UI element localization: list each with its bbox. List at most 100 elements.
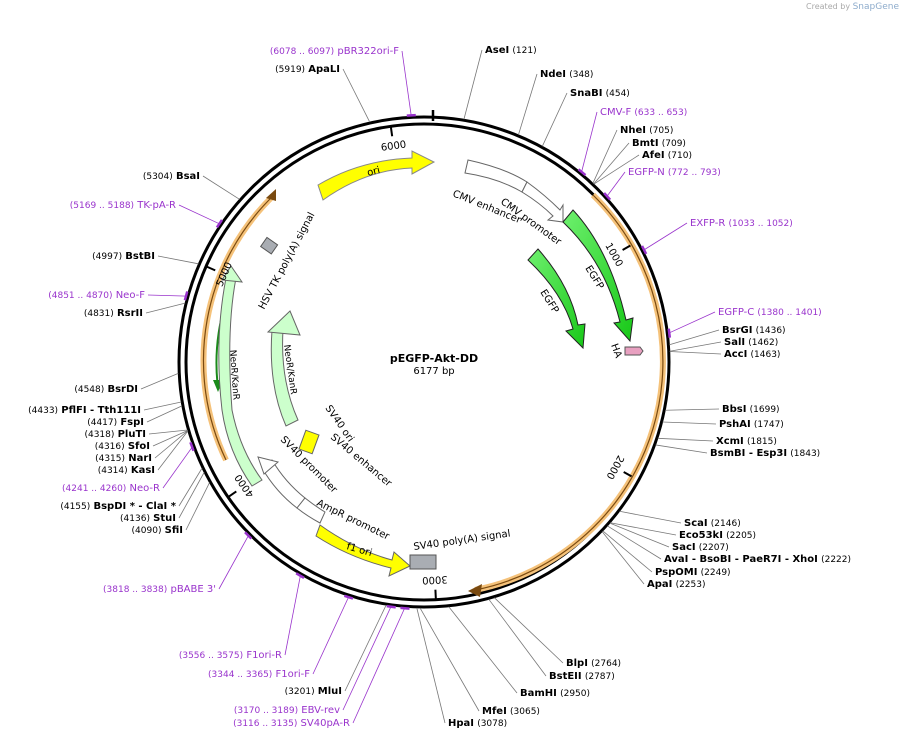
- enzyme-ndei-coord: (348): [569, 70, 593, 80]
- tick-2000: [623, 471, 633, 478]
- enzyme-apai-coord: (2253): [676, 580, 706, 590]
- enzyme-avai-bsobi-paer7i-xhoi-leader: [607, 525, 662, 560]
- enzyme-sfoi-name: SfoI: [128, 441, 150, 452]
- primer-egfp-n-coord: (772 .. 793): [668, 168, 721, 178]
- enzyme-nhei-coord: (705): [649, 126, 673, 136]
- enzyme-bsrgi-label: BsrGI (1436): [722, 325, 786, 336]
- enzyme-bsteii-name: BstEII: [549, 671, 582, 682]
- primer-neo-f-leader: [147, 294, 187, 297]
- primer-f1ori-r-leader: [284, 574, 301, 656]
- primer-cmv-f-coord: (633 .. 653): [634, 108, 687, 118]
- primer-tk-pa-r-coord: (5169 .. 5188): [70, 201, 134, 211]
- orf-arc-left-line: [202, 194, 275, 461]
- primer-neo-f-coord: (4851 .. 4870): [48, 291, 112, 301]
- enzyme-blpi-leader: [494, 597, 564, 664]
- primer-egfp-c-leader: [668, 311, 716, 334]
- enzyme-nari-name: NarI: [128, 453, 152, 464]
- enzyme-bbsi-leader: [665, 408, 720, 411]
- enzyme-sali-name: SalI: [724, 337, 745, 348]
- enzyme-hpai-label: HpaI (3078): [448, 718, 507, 729]
- feature-label-ha: HA: [608, 342, 623, 359]
- orf-arc-left-head: [266, 189, 276, 201]
- enzyme-sfii-leader: [185, 482, 210, 531]
- primer-exfp-r-label: EXFP-R (1033 .. 1052): [690, 218, 793, 229]
- primer-exfp-r-coord: (1033 .. 1052): [728, 219, 792, 229]
- enzyme-pspomi-coord: (2249): [701, 568, 731, 578]
- enzyme-afei-label: AfeI (710): [642, 150, 692, 161]
- primer-pbabe-3-label: (3818 .. 3838) pBABE 3': [103, 584, 216, 595]
- primer-exfp-r-site-mark: [640, 245, 648, 255]
- enzyme-apali-name: ApaLI: [308, 64, 340, 75]
- enzyme-snabi-name: SnaBI: [570, 88, 602, 99]
- enzyme-mfei-leader: [419, 607, 480, 712]
- enzyme-pluti-coord: (4318): [84, 430, 114, 440]
- enzyme-bsteii-coord: (2787): [585, 672, 615, 682]
- enzyme-rsrii-name: RsrII: [117, 308, 143, 319]
- enzyme-afei-leader: [593, 154, 640, 185]
- enzyme-nari-leader: [154, 430, 189, 459]
- feature-hsv-tk-polya-box: [259, 236, 279, 255]
- feature-sv40-promoter-head: [257, 456, 280, 475]
- enzyme-bsmbi-esp3i-coord: (1843): [790, 449, 820, 459]
- enzyme-bsmbi-esp3i-label: BsmBI - Esp3I (1843): [710, 448, 820, 459]
- enzyme-saci-label: SacI (2207): [672, 542, 729, 553]
- enzyme-blpi-coord: (2764): [591, 659, 621, 669]
- primer-tk-pa-r-name: TK-pA-R: [136, 200, 176, 211]
- primer-cmv-f-leader: [580, 111, 598, 174]
- enzyme-bmti-label: BmtI (709): [632, 138, 686, 149]
- primer-neo-f-site-mark: [183, 291, 189, 301]
- leader-layer: [140, 49, 722, 724]
- enzyme-saci-coord: (2207): [699, 543, 729, 553]
- primer-f1ori-f-coord: (3344 .. 3365): [208, 670, 272, 680]
- enzyme-apali-leader: [342, 68, 371, 123]
- primer-pbabe-3-coord: (3818 .. 3838): [103, 585, 167, 595]
- enzyme-bstbi-name: BstBI: [125, 251, 155, 262]
- enzyme-xcmi-leader: [657, 437, 714, 442]
- primer-tk-pa-r-label: (5169 .. 5188) TK-pA-R: [70, 200, 176, 211]
- primer-f1ori-f-site-mark: [343, 594, 354, 600]
- enzyme-bstbi-label: (4997) BstBI: [92, 251, 155, 262]
- enzyme-bamhi-label: BamHI (2950): [520, 688, 590, 699]
- enzyme-pspomi-leader: [602, 530, 653, 573]
- enzyme-kasi-label: (4314) KasI: [98, 465, 155, 476]
- primer-f1ori-r-coord: (3556 .. 3575): [179, 651, 243, 661]
- enzyme-bsai-leader: [202, 175, 240, 200]
- primer-neo-r-site-mark: [189, 441, 195, 452]
- tick-6000: [389, 127, 394, 137]
- primer-sv40pa-r-label: (3116 .. 3135) SV40pA-R: [233, 718, 350, 729]
- label-layer: AseI (121)NdeI (348)SnaBI (454)CMV-F (63…: [28, 45, 851, 729]
- snapgene-credit: Created by SnapGene: [806, 2, 899, 12]
- enzyme-asei-label: AseI (121): [485, 45, 537, 56]
- enzyme-sfoi-label: (4316) SfoI: [95, 441, 150, 452]
- enzyme-avai-bsobi-paer7i-xhoi-coord: (2222): [821, 555, 851, 565]
- primer-egfp-c-label: EGFP-C (1380 .. 1401): [718, 307, 822, 318]
- enzyme-mlui-name: MluI: [318, 686, 342, 697]
- enzyme-asei-name: AseI: [485, 45, 509, 56]
- tick-4000: [228, 490, 237, 498]
- backbone-outer: [177, 115, 671, 609]
- enzyme-bsrdi-label: (4548) BsrDI: [74, 384, 138, 395]
- enzyme-xcmi-coord: (1815): [747, 437, 777, 447]
- enzyme-bsrdi-leader: [140, 372, 179, 390]
- enzyme-bsteii-leader: [488, 599, 547, 677]
- enzyme-rsrii-label: (4831) RsrII: [84, 308, 143, 319]
- enzyme-bmti-leader: [593, 142, 630, 185]
- enzyme-saci-leader: [609, 522, 670, 548]
- enzyme-xcmi-label: XcmI (1815): [716, 436, 777, 447]
- enzyme-sfii-name: SfiI: [165, 525, 183, 536]
- enzyme-fspi-leader: [146, 405, 183, 423]
- enzyme-bsrgi-name: BsrGI: [722, 325, 752, 336]
- enzyme-hpai-coord: (3078): [477, 719, 507, 729]
- enzyme-nhei-name: NheI: [620, 125, 646, 136]
- primer-f1ori-f-label: (3344 .. 3365) F1ori-F: [208, 669, 310, 680]
- primer-ebv-rev-leader: [342, 605, 392, 711]
- enzyme-rsrii-coord: (4831): [84, 309, 114, 319]
- orf-arc-right-line: [474, 194, 664, 591]
- primer-sv40pa-r-name: SV40pA-R: [301, 718, 350, 729]
- enzyme-afei-name: AfeI: [642, 150, 665, 161]
- enzyme-bmti-coord: (709): [662, 139, 686, 149]
- enzyme-stui-label: (4136) StuI: [120, 513, 176, 524]
- enzyme-bsrgi-leader: [669, 329, 720, 346]
- enzyme-sfii-label: (4090) SfiI: [132, 525, 183, 536]
- primer-sv40pa-r-site-mark: [400, 606, 410, 610]
